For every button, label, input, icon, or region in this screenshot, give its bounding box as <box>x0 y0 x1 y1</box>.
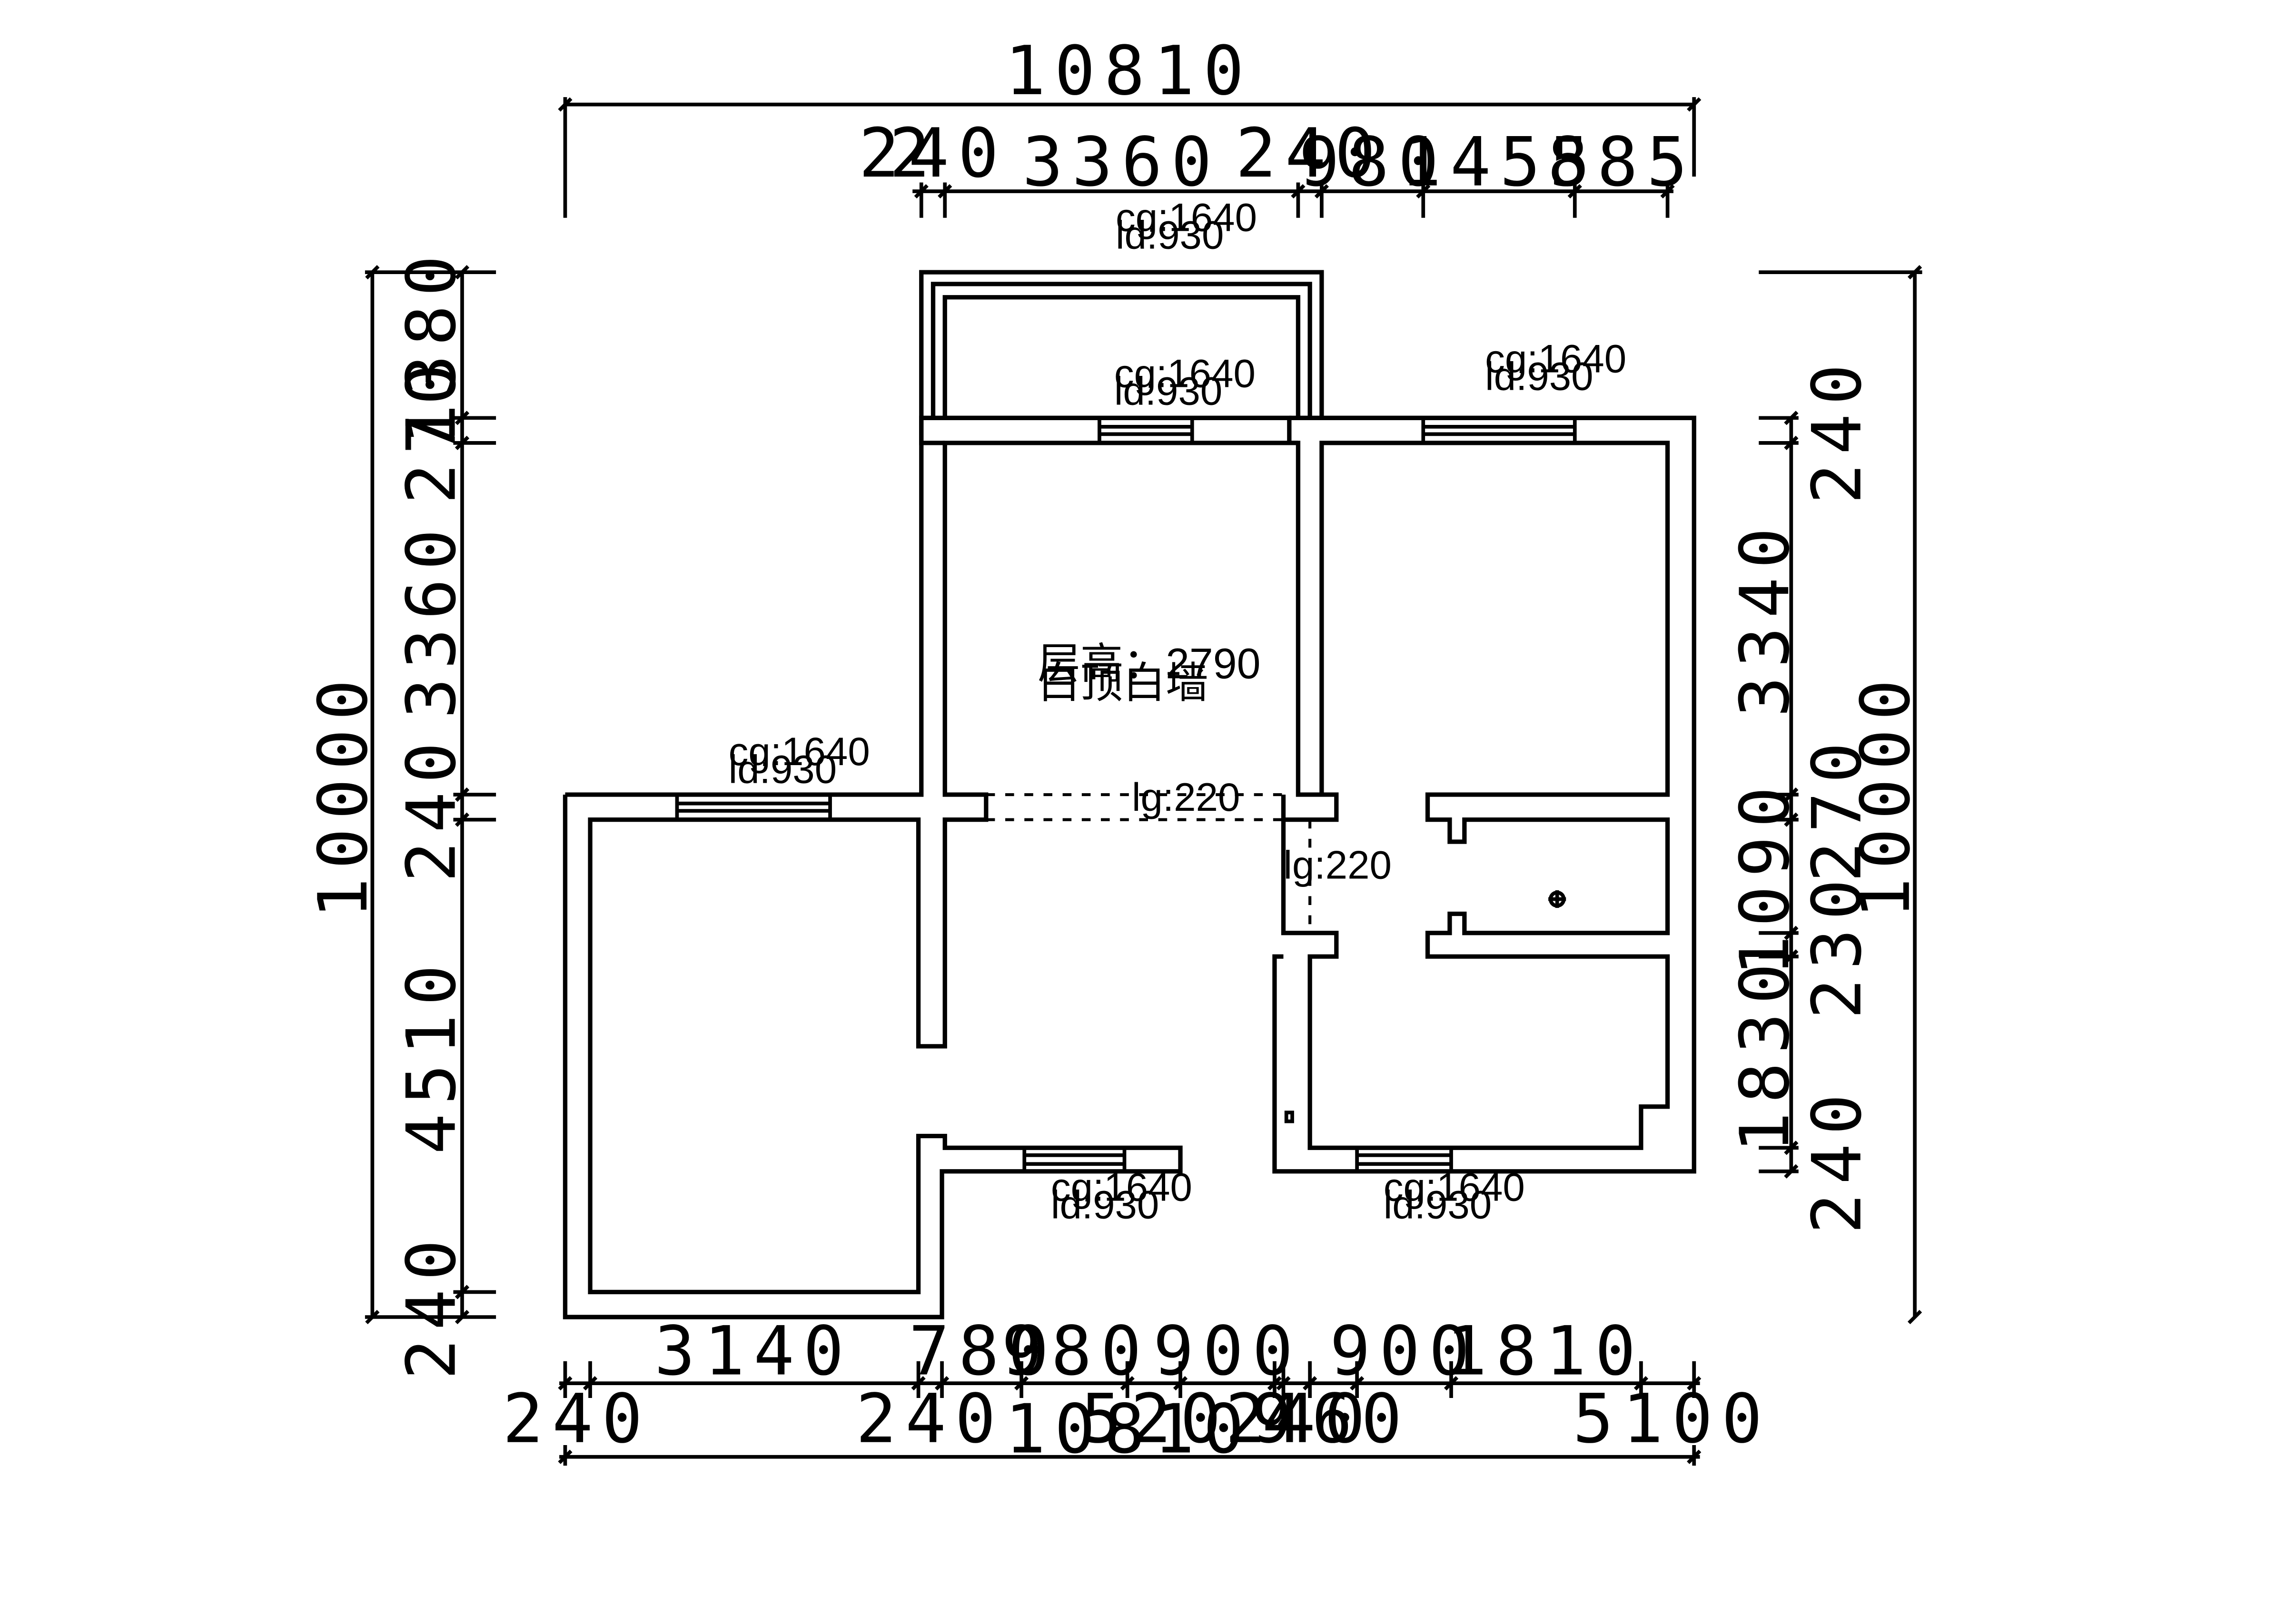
dim-bottom-seg-1: 3140 <box>654 1312 853 1391</box>
outer-perimeter-wall <box>565 415 1298 797</box>
dim-top-seg-1: 240 <box>859 114 1008 193</box>
dim-right-seg-6: 1830 <box>1725 955 1804 1153</box>
dim-right-seg-4: 1090 <box>1725 778 1804 976</box>
dimension-labels: 10810 2 240 3360 240 980 1455 885 10000 … <box>304 31 1925 1469</box>
beam-vertical-note: lg:220 <box>1283 842 1391 887</box>
dim-bottom-row2-3: 520 <box>1081 1379 1230 1458</box>
window-annotations: cg:1640 ld:930 cg:1640 ld:930 cg:1640 ld… <box>729 195 1627 1227</box>
dim-bottom-row2-2: 240 <box>856 1379 1005 1458</box>
dim-bottom-row2-1: 240 <box>503 1379 652 1458</box>
beam-annotations: lg:220 lg:220 <box>1132 775 1392 887</box>
dim-bottom-row2-4: 9 <box>1251 1379 1301 1458</box>
dim-right-seg-2: 3340 <box>1725 519 1804 718</box>
dim-bottom-row2-7: 5100 <box>1573 1379 1771 1458</box>
south-mid-window-ld: ld:930 <box>1051 1182 1159 1227</box>
dim-bottom-seg-2: 780 <box>909 1312 1058 1391</box>
dimension-lines <box>365 97 1922 1466</box>
dim-bottom-seg-4: 900 <box>1153 1312 1302 1391</box>
dim-right-seg-5: 230 <box>1798 870 1877 1019</box>
pipe-marker <box>1284 1111 1294 1123</box>
dim-top-seg-5: 1455 <box>1401 123 1599 202</box>
windows <box>675 416 1577 1173</box>
window-east-bedroom <box>1421 416 1577 445</box>
dim-top-overall: 10810 <box>1005 31 1253 110</box>
north-room-window-cg: cg:1640 <box>1114 351 1256 395</box>
dim-top-seg-3: 240 <box>1236 114 1385 193</box>
dim-right-seg-1: 240 <box>1798 355 1877 504</box>
window-south-east <box>1355 1146 1453 1173</box>
dim-top-seg-2: 3360 <box>1022 123 1221 202</box>
right-ticks <box>1759 411 1799 1179</box>
room-height-note: 层高：2790 <box>1038 640 1260 688</box>
dim-left-seg-3: 3360 <box>392 521 471 719</box>
east-bedroom-window-cg: cg:1640 <box>1485 336 1626 381</box>
south-mid-window-cg: cg:1640 <box>1051 1165 1192 1210</box>
dim-left-seg-5: 4510 <box>392 956 471 1154</box>
fixtures <box>1284 890 1566 1123</box>
window-north-room <box>1098 416 1194 445</box>
outer-perimeter-wall-3 <box>919 418 945 445</box>
outer-perimeter-wall-2 <box>1272 415 1696 1174</box>
dim-bottom-overall: 10810 <box>1005 1389 1253 1468</box>
dim-bottom-seg-3: 980 <box>1001 1312 1150 1391</box>
dim-top-extra: 2 <box>889 114 939 193</box>
window-south-mid <box>1022 1146 1127 1173</box>
bottom-ticks <box>558 1361 1702 1398</box>
dim-bottom-row2-6: 460 <box>1262 1379 1411 1458</box>
balcony-wall-inner-1 <box>930 282 1312 418</box>
window-living-room <box>675 793 832 822</box>
south-east-window-ld: ld:930 <box>1384 1182 1492 1227</box>
dim-left-seg-4: 240 <box>392 734 471 883</box>
balcony-wall-inner-2 <box>942 295 1301 418</box>
balcony-window-cg: cg:1640 <box>1116 195 1257 240</box>
dim-left-seg-6: 240 <box>392 1231 471 1380</box>
living-room-window-cg: cg:1640 <box>729 729 870 774</box>
room-annotation: 层高：2790 白顶白墙 <box>1038 640 1260 707</box>
dim-left-seg-2: 270 <box>392 355 471 504</box>
room-finish-note: 白顶白墙 <box>1038 659 1208 707</box>
balcony-window-ld: ld:930 <box>1116 213 1224 257</box>
dim-right-seg-7: 240 <box>1798 1085 1877 1234</box>
left-ticks <box>453 265 496 1325</box>
north-room-window-ld: ld:930 <box>1114 368 1222 413</box>
dim-bottom-seg-6: 1810 <box>1446 1312 1645 1391</box>
dim-right-seg-3: 270 <box>1798 734 1877 883</box>
east-bedroom-window-ld: ld:930 <box>1485 354 1593 399</box>
dim-top-seg-4: 980 <box>1299 123 1448 202</box>
beam-horizontal-note: lg:220 <box>1132 775 1240 819</box>
floor-drain-icon <box>1548 890 1566 908</box>
dim-bottom-row2-5: 240 <box>1225 1379 1374 1458</box>
dim-left-seg-1: 1380 <box>392 246 471 445</box>
dim-left-overall: 10000 <box>304 671 383 919</box>
left-block-outer-wall <box>563 441 1670 1319</box>
balcony-wall <box>919 270 1324 418</box>
dim-top-seg-6: 885 <box>1547 123 1696 202</box>
south-east-window-cg: cg:1640 <box>1384 1165 1525 1210</box>
dim-bottom-seg-5: 900 <box>1330 1312 1479 1391</box>
top-ticks <box>914 182 1675 218</box>
dim-right-overall: 10000 <box>1846 671 1925 919</box>
living-room-window-ld: ld:930 <box>729 747 837 791</box>
